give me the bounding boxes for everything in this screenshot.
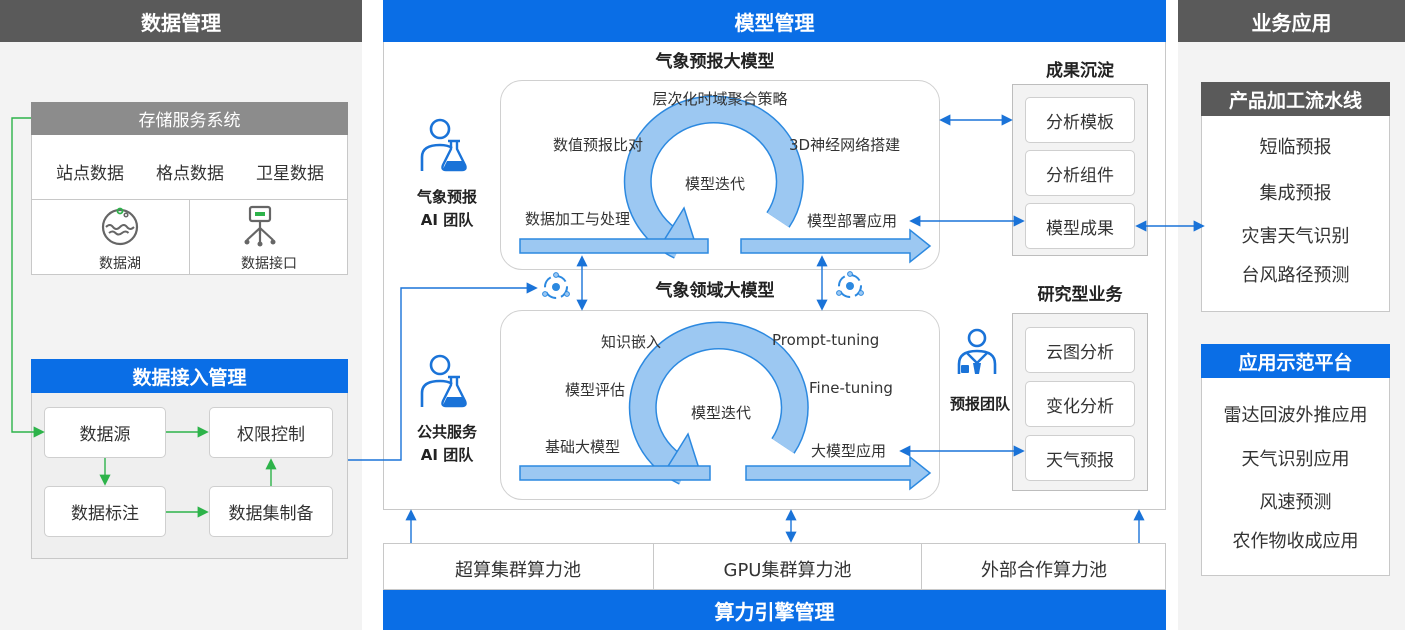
link-icon-left xyxy=(542,272,570,299)
forecast-team-line1: 气象预报 xyxy=(416,187,477,206)
data-lake-icon xyxy=(101,207,139,246)
compute-pool-gpu: GPU集群算力池 xyxy=(723,560,852,581)
compute-engine-header: 算力引擎管理 xyxy=(383,590,1166,630)
demo-panel xyxy=(1201,344,1390,576)
forecast-right-label: 3D神经网络搭建 xyxy=(789,136,901,154)
public-team-line2: AI 团队 xyxy=(420,445,474,464)
domain-model-title: 气象领域大模型 xyxy=(655,280,775,301)
compute-pool-supercomputer: 超算集群算力池 xyxy=(455,560,581,581)
result-model-output: 模型成果 xyxy=(1025,203,1135,249)
results-title: 成果沉淀 xyxy=(1046,60,1114,81)
domain-cycle-graphic xyxy=(519,321,932,491)
permission-control-box: 权限控制 xyxy=(209,407,333,458)
forecast-center-label: 模型迭代 xyxy=(684,174,745,193)
data-api-label: 数据接口 xyxy=(241,256,297,272)
forecast-bottom-right-label: 模型部署应用 xyxy=(807,212,898,230)
pipeline-item-ensemble: 集成预报 xyxy=(1259,183,1332,204)
data-annotation-box: 数据标注 xyxy=(44,486,166,537)
data-api-icon xyxy=(244,205,276,247)
research-cloud-analysis: 云图分析 xyxy=(1025,327,1135,373)
demo-item-crop-yield: 农作物收成应用 xyxy=(1232,531,1359,552)
research-change-analysis: 变化分析 xyxy=(1025,381,1135,427)
pipeline-item-disaster: 灾害天气识别 xyxy=(1241,226,1350,247)
domain-bottom-left-label: 基础大模型 xyxy=(545,438,621,456)
public-team-icon xyxy=(420,354,467,408)
pipeline-item-nowcast: 短临预报 xyxy=(1259,137,1332,158)
forecast-left-label: 数值预报比对 xyxy=(553,136,644,154)
forecast-model-title: 气象预报大模型 xyxy=(655,51,775,72)
storage-system-title: 存储服务系统 xyxy=(31,102,348,135)
forecast-team-person-icon xyxy=(957,328,997,374)
storage-item-grid: 格点数据 xyxy=(156,163,224,184)
pipeline-title: 产品加工流水线 xyxy=(1201,82,1390,116)
research-title: 研究型业务 xyxy=(1037,284,1123,305)
model-mgmt-header: 模型管理 xyxy=(383,0,1166,42)
domain-bottom-right-label: 大模型应用 xyxy=(811,442,887,460)
dataset-prep-box: 数据集制备 xyxy=(209,486,333,537)
forecast-cycle-graphic xyxy=(519,95,932,264)
storage-item-satellite: 卫星数据 xyxy=(256,163,324,184)
compute-divider-1 xyxy=(653,543,654,590)
domain-center-label: 模型迭代 xyxy=(690,403,751,422)
demo-item-radar: 雷达回波外推应用 xyxy=(1223,405,1368,426)
public-team-line1: 公共服务 xyxy=(416,422,477,441)
storage-item-station: 站点数据 xyxy=(56,163,124,184)
link-icon-right xyxy=(836,271,864,298)
demo-item-wind-speed: 风速预测 xyxy=(1259,492,1332,513)
demo-title: 应用示范平台 xyxy=(1201,344,1390,378)
pipeline-item-typhoon: 台风路径预测 xyxy=(1241,265,1350,286)
data-access-title: 数据接入管理 xyxy=(31,359,348,393)
demo-item-weather-recognition: 天气识别应用 xyxy=(1241,449,1350,470)
domain-left-label: 模型评估 xyxy=(565,381,626,399)
data-mgmt-header: 数据管理 xyxy=(0,0,362,42)
forecast-top-label: 层次化时域聚合策略 xyxy=(652,89,788,108)
business-header: 业务应用 xyxy=(1178,0,1405,42)
result-analysis-template: 分析模板 xyxy=(1025,97,1135,143)
domain-top-left-label: 知识嵌入 xyxy=(601,333,662,351)
forecast-team-icon xyxy=(420,118,467,172)
research-team-label: 预报团队 xyxy=(949,394,1010,413)
result-analysis-component: 分析组件 xyxy=(1025,150,1135,196)
forecast-team-line2: AI 团队 xyxy=(420,210,474,229)
compute-pool-row xyxy=(383,543,1166,590)
storage-divider-v xyxy=(189,199,190,275)
research-weather-forecast: 天气预报 xyxy=(1025,435,1135,481)
data-lake-label: 数据湖 xyxy=(99,256,141,272)
data-source-box: 数据源 xyxy=(44,407,166,458)
forecast-bottom-left-label: 数据加工与处理 xyxy=(525,210,631,228)
compute-pool-external: 外部合作算力池 xyxy=(981,560,1107,581)
compute-divider-2 xyxy=(921,543,922,590)
domain-top-right-label: Prompt-tuning xyxy=(772,331,880,349)
domain-right-label: Fine-tuning xyxy=(809,379,893,397)
